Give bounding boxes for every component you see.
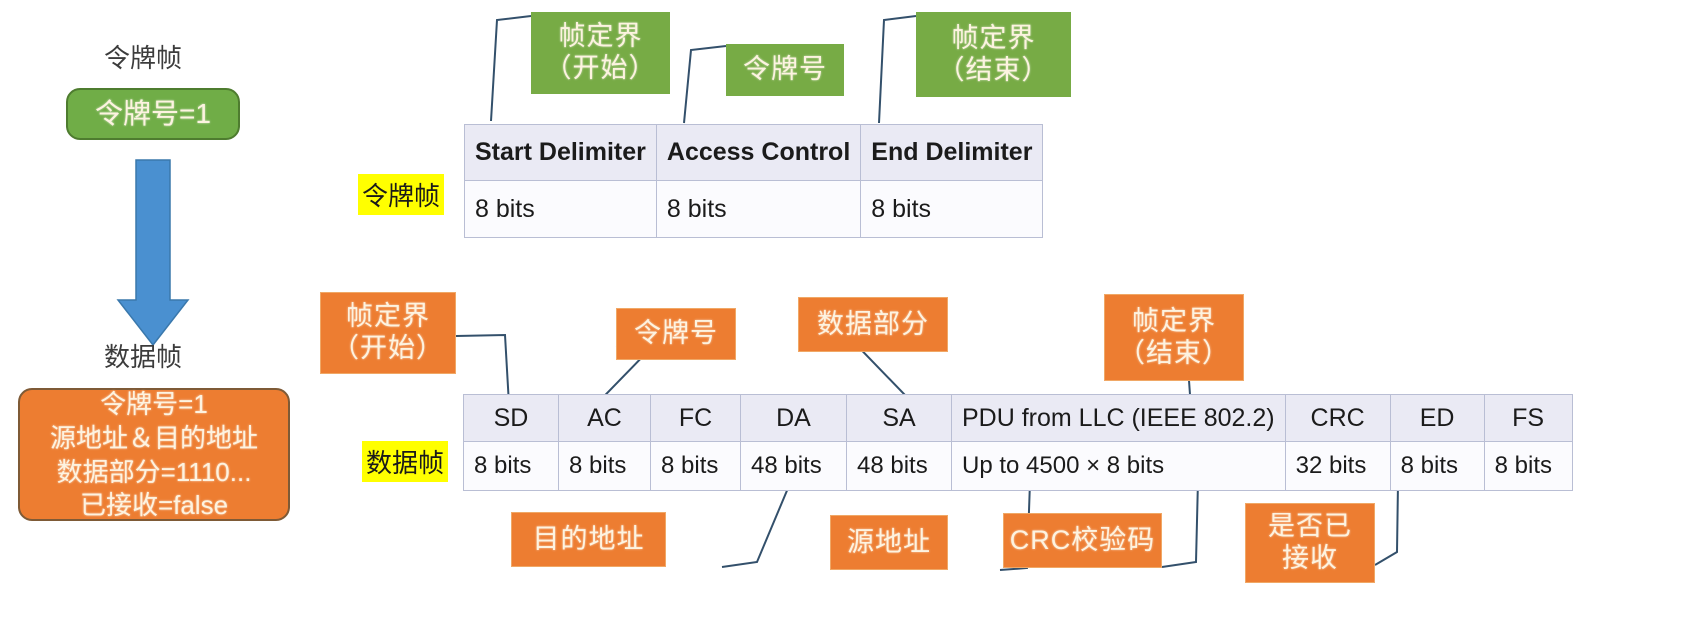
data-frame-line-1: 源地址＆目的地址 <box>49 422 258 453</box>
callout-data-start-delimiter[interactable]: 帧定界 （开始） <box>320 292 456 374</box>
callout-destination-address-label: 目的地址 <box>532 523 645 554</box>
callout-token-access-control[interactable]: 令牌号 <box>726 44 844 96</box>
token-header-ed: End Delimiter <box>860 124 1044 181</box>
token-bits-ed: 8 bits <box>860 180 1044 238</box>
data-header-fs: FS <box>1483 394 1573 442</box>
callout-data-payload-label: 数据部分 <box>817 308 929 339</box>
data-bits-sd: 8 bits <box>463 441 559 491</box>
data-bits-fs: 8 bits <box>1483 441 1573 491</box>
token-frame-node-label: 令牌号=1 <box>95 97 211 129</box>
callout-token-end-delimiter[interactable]: 帧定界 （结束） <box>916 12 1071 97</box>
token-frame-node[interactable]: 令牌号=1 <box>66 88 240 140</box>
data-bits-crc: 32 bits <box>1284 441 1391 491</box>
callout-data-payload[interactable]: 数据部分 <box>798 297 948 352</box>
callout-token-start-delimiter-label: 帧定界 （开始） <box>544 21 657 83</box>
callout-data-end-delimiter-label: 帧定界 （结束） <box>1118 305 1230 368</box>
data-frame-line-3: 已接收=false <box>79 490 229 521</box>
data-bits-sa: 48 bits <box>846 441 952 491</box>
callout-token-start-delimiter[interactable]: 帧定界 （开始） <box>531 12 670 94</box>
token-frame-caption: 令牌帧 <box>104 43 183 73</box>
data-header-pdu: PDU from LLC (IEEE 802.2) <box>951 394 1286 442</box>
data-bits-ed: 8 bits <box>1389 441 1485 491</box>
data-header-ac: AC <box>558 394 651 442</box>
callout-destination-address[interactable]: 目的地址 <box>511 512 666 567</box>
data-frame-table: SD AC FC DA SA PDU from LLC (IEEE 802.2)… <box>463 394 1573 491</box>
data-frame-bits-row: 8 bits 8 bits 8 bits 48 bits 48 bits Up … <box>463 441 1573 491</box>
token-header-ac: Access Control <box>655 124 862 181</box>
data-frame-row-label: 数据帧 <box>362 441 449 482</box>
data-frame-line-0: 令牌号=1 <box>100 388 208 419</box>
data-header-sd: SD <box>463 394 559 442</box>
data-frame-caption: 数据帧 <box>104 342 183 372</box>
token-frame-bits-row: 8 bits 8 bits 8 bits <box>464 180 1044 238</box>
callout-token-end-delimiter-label: 帧定界 （结束） <box>937 22 1050 85</box>
callout-crc-label: CRC校验码 <box>1009 524 1156 555</box>
callout-data-access-control-label: 令牌号 <box>634 318 718 349</box>
token-frame-table: Start Delimiter Access Control End Delim… <box>464 124 1044 238</box>
data-frame-line-2: 数据部分=1110... <box>56 456 252 487</box>
data-bits-da: 48 bits <box>740 441 847 491</box>
callout-token-access-control-label: 令牌号 <box>743 54 827 85</box>
data-header-fc: FC <box>650 394 741 442</box>
token-bits-sd: 8 bits <box>464 180 657 238</box>
data-bits-fc: 8 bits <box>650 441 741 491</box>
data-header-sa: SA <box>846 394 952 442</box>
data-frame-header-row: SD AC FC DA SA PDU from LLC (IEEE 802.2)… <box>463 394 1573 442</box>
callout-crc[interactable]: CRC校验码 <box>1003 513 1162 568</box>
callout-source-address-label: 源地址 <box>847 526 931 557</box>
down-arrow-icon <box>116 159 190 347</box>
callout-data-access-control[interactable]: 令牌号 <box>616 308 736 360</box>
callout-source-address[interactable]: 源地址 <box>830 515 948 570</box>
callout-data-start-delimiter-label: 帧定界 （开始） <box>332 301 444 363</box>
callout-frame-status-label: 是否已 接收 <box>1268 511 1352 573</box>
data-bits-pdu: Up to 4500 × 8 bits <box>951 441 1286 491</box>
data-header-ed: ED <box>1389 394 1485 442</box>
data-bits-ac: 8 bits <box>558 441 651 491</box>
callout-data-end-delimiter[interactable]: 帧定界 （结束） <box>1104 294 1244 381</box>
data-header-crc: CRC <box>1284 394 1391 442</box>
callout-frame-status[interactable]: 是否已 接收 <box>1245 503 1375 583</box>
token-bits-ac: 8 bits <box>655 180 862 238</box>
token-frame-row-label: 令牌帧 <box>358 174 445 215</box>
data-header-da: DA <box>740 394 847 442</box>
data-frame-node[interactable]: 令牌号=1 源地址＆目的地址 数据部分=1110... 已接收=false <box>18 388 290 521</box>
token-header-sd: Start Delimiter <box>464 124 657 181</box>
token-frame-header-row: Start Delimiter Access Control End Delim… <box>464 124 1044 181</box>
